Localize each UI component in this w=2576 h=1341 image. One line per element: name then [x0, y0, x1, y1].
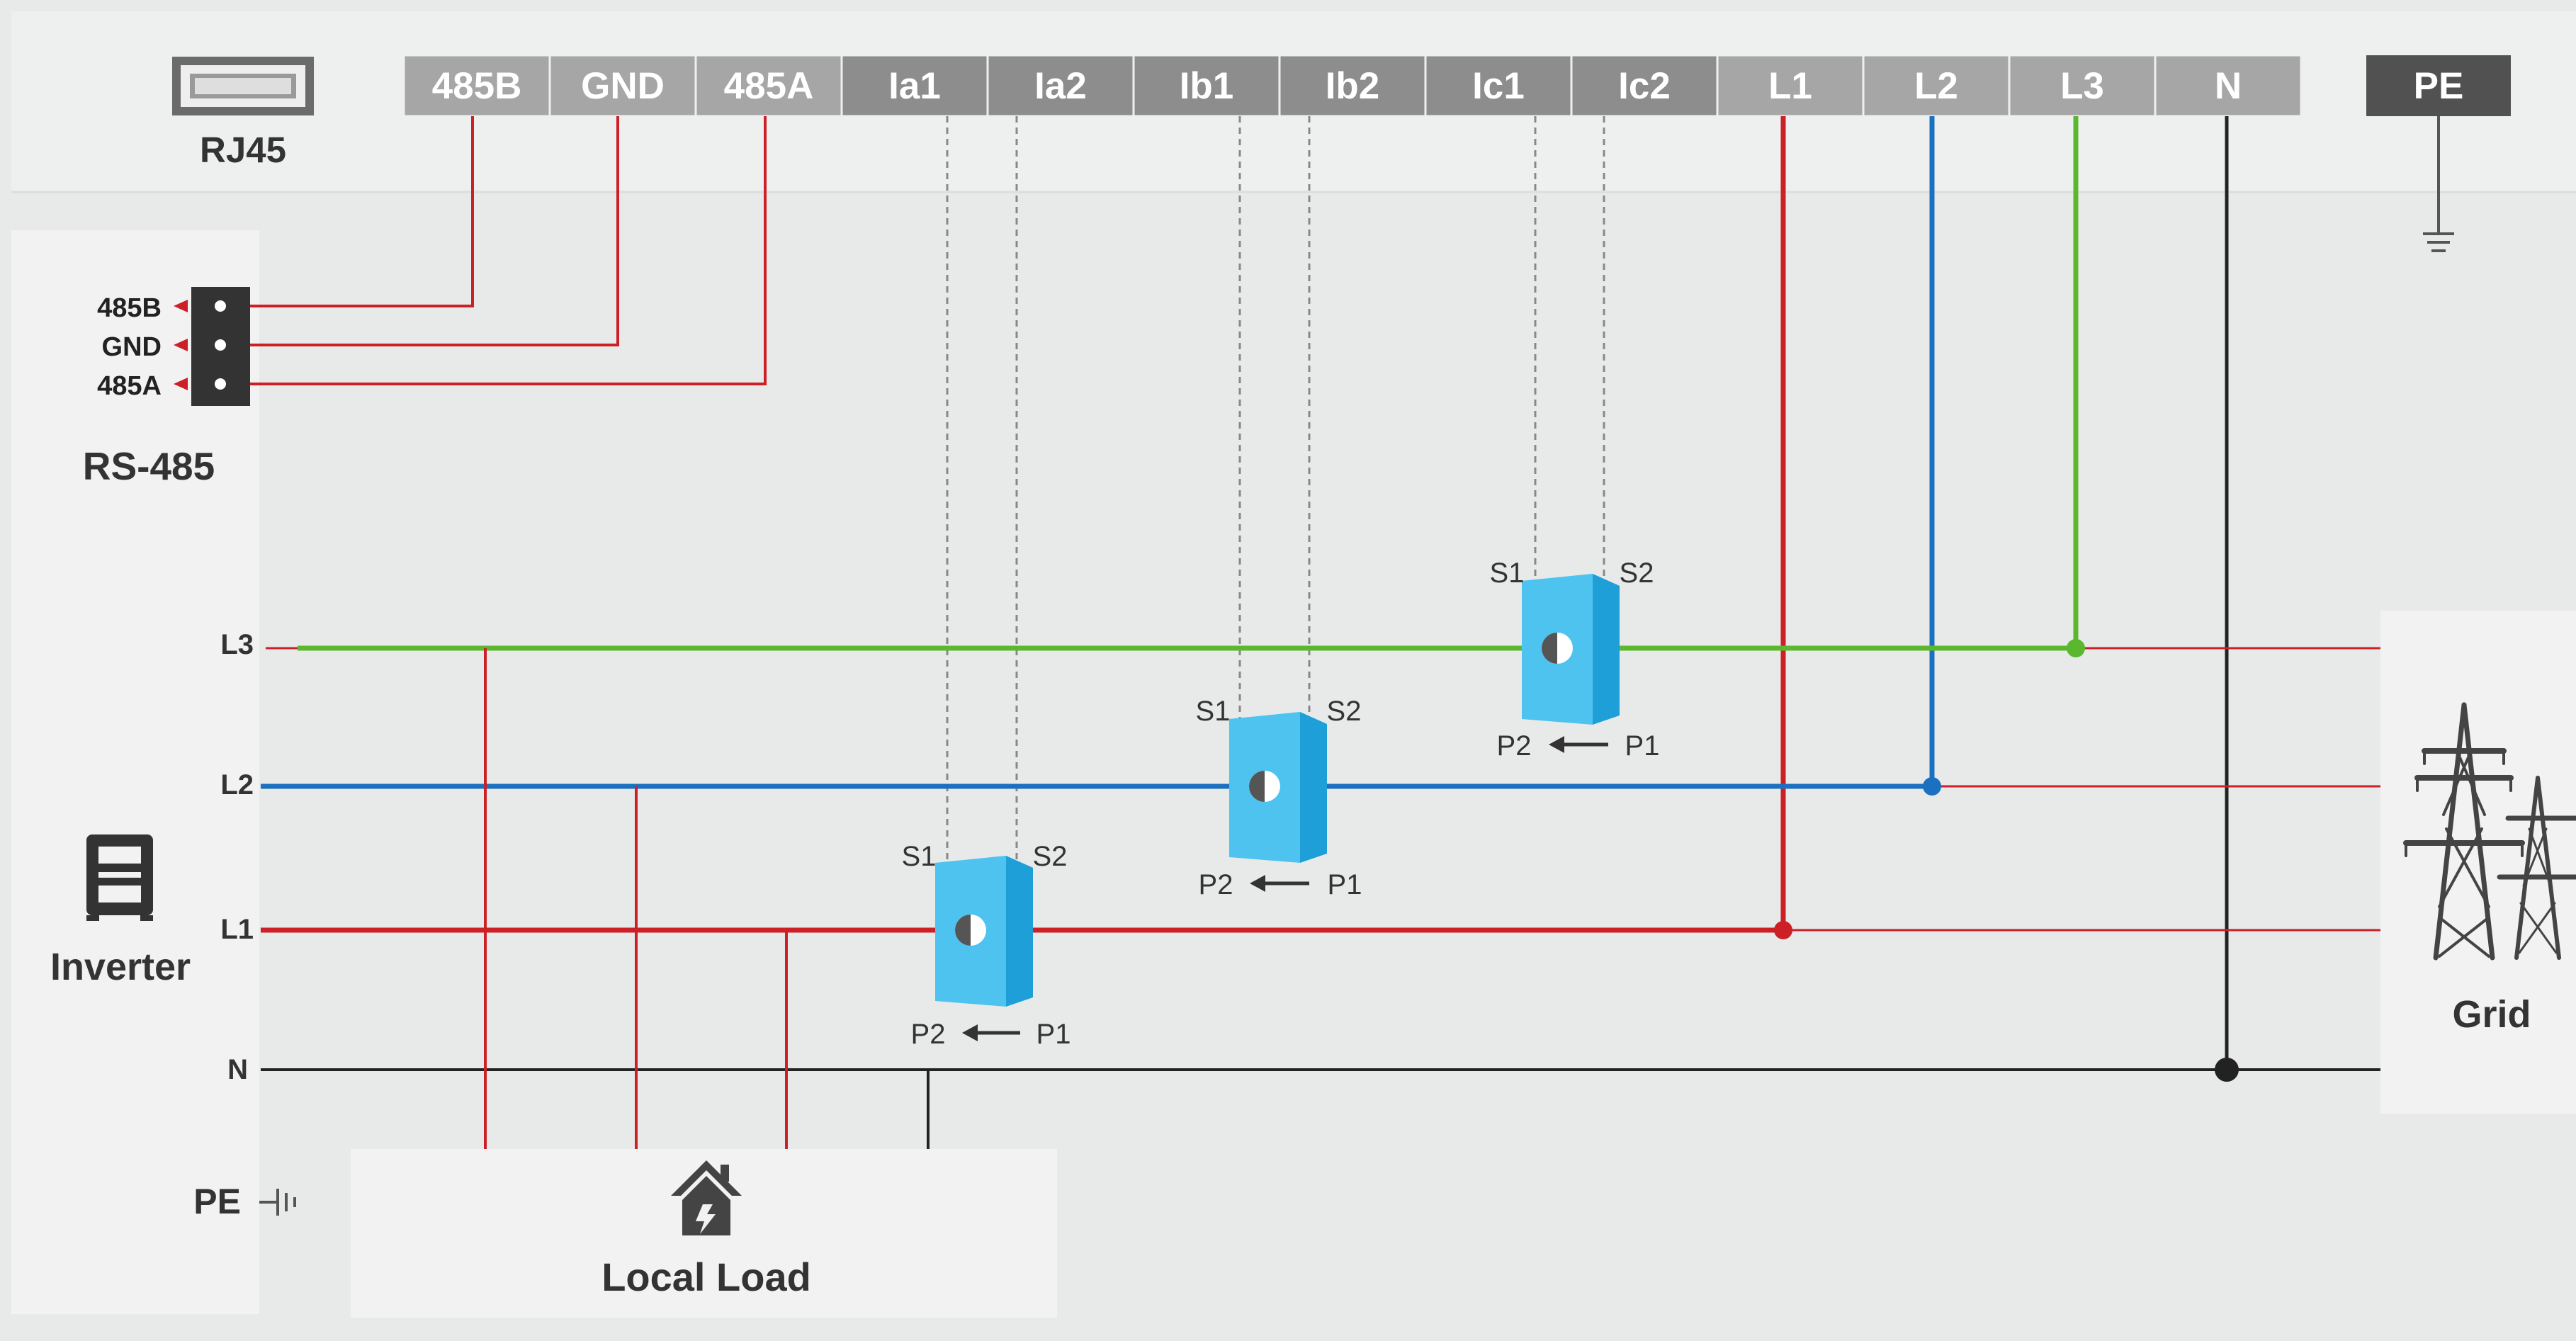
ct-l2-p2: P2	[1199, 869, 1233, 900]
terminal-ic2	[1570, 54, 1719, 118]
terminal-ic2-label: Ic2	[1618, 65, 1671, 107]
earth-ground-icon	[2423, 116, 2454, 252]
rs485-title: RS-485	[83, 444, 215, 488]
chassis-ground-icon	[259, 1189, 296, 1216]
inverter-icon	[86, 834, 153, 921]
ct-l3: S1 S2 P2 P1	[1490, 558, 1660, 762]
inverter-line-l2: L2	[220, 769, 254, 800]
local-load-feeds	[484, 648, 930, 1149]
ct-l1-p2: P2	[911, 1019, 946, 1050]
ct-l1: S1 S2 P2 P1	[902, 841, 1071, 1050]
ct-l3-direction-arrow	[1549, 736, 1564, 753]
ct-l2: S1 S2 P2 P1	[1196, 696, 1362, 900]
inverter-panel	[11, 230, 259, 1314]
terminal-ib2	[1278, 54, 1427, 118]
ct-l3-p1: P1	[1625, 730, 1660, 762]
junction-l2	[1923, 777, 1941, 796]
inverter-line-l3: L3	[220, 629, 254, 660]
ct-l3-s1: S1	[1490, 558, 1525, 589]
power-tower-icon	[2403, 702, 2576, 961]
terminal-ic1-label: Ic1	[1472, 65, 1525, 107]
terminal-gnd	[548, 54, 697, 118]
ct-l2-s2: S2	[1327, 696, 1362, 727]
junction-l3	[2067, 639, 2085, 657]
terminal-ib1-label: Ib1	[1180, 65, 1234, 107]
terminal-ia1	[840, 54, 989, 118]
ct-l1-s1: S1	[902, 841, 937, 872]
inverter-line-n: N	[227, 1054, 248, 1085]
rs485-wires	[205, 116, 767, 385]
ct-l1-s2: S2	[1033, 841, 1068, 872]
terminal-485a-label: 485A	[724, 65, 814, 107]
ct-l2-p1: P1	[1328, 869, 1362, 900]
house-icon	[671, 1160, 742, 1235]
grid-label: Grid	[2452, 993, 2531, 1036]
inverter-label: Inverter	[50, 946, 191, 988]
terminal-ib1	[1132, 54, 1281, 118]
junction-n	[2215, 1058, 2239, 1082]
terminal-n	[2154, 54, 2303, 118]
terminal-485a	[694, 54, 843, 118]
rs485-pin-485a: 485A	[97, 371, 162, 401]
terminal-ia1-label: Ia1	[888, 65, 941, 107]
rs485-arrows	[174, 300, 188, 390]
terminal-485b-label: 485B	[432, 65, 522, 107]
terminal-pe: PE	[2366, 55, 2511, 116]
ct-l3-s2: S2	[1620, 558, 1654, 589]
terminal-ib2-label: Ib2	[1326, 65, 1380, 107]
rs485-pin-485b: 485B	[97, 293, 162, 323]
terminal-ia2-label: Ia2	[1034, 65, 1087, 107]
rj45-port-icon	[172, 57, 314, 115]
ct-l3-p2: P2	[1497, 730, 1532, 762]
rs485-pin-gnd: GND	[102, 332, 162, 362]
terminal-n-label: N	[2215, 65, 2242, 107]
terminal-l2-label: L2	[1914, 65, 1958, 107]
junction-l1	[1774, 921, 1792, 939]
ct-secondary-leads	[946, 116, 1605, 868]
terminal-gnd-label: GND	[581, 65, 665, 107]
ct-l2-direction-arrow	[1250, 875, 1265, 892]
terminal-l3-label: L3	[2060, 65, 2104, 107]
terminal-block: 485B GND 485A Ia1 Ia2 Ib1 Ib2 Ic1 Ic2 L1 L2 L3 N	[402, 54, 2303, 118]
grid-panel	[2380, 611, 2576, 1114]
terminal-l1	[1716, 54, 1865, 118]
inverter-line-l1: L1	[220, 914, 254, 945]
rj45-label: RJ45	[200, 130, 286, 170]
terminal-ia2	[986, 54, 1135, 118]
terminal-l2	[1862, 54, 2011, 118]
terminal-l1-label: L1	[1768, 65, 1812, 107]
ct-l1-direction-arrow	[962, 1024, 978, 1041]
inverter-pe-label: PE	[193, 1182, 241, 1221]
local-load-label: Local Load	[601, 1255, 811, 1299]
ct-l1-p1: P1	[1036, 1019, 1071, 1050]
terminal-pe-label: PE	[2414, 65, 2464, 107]
ct-l2-s1: S1	[1196, 696, 1231, 727]
rs485-connector	[191, 287, 250, 406]
